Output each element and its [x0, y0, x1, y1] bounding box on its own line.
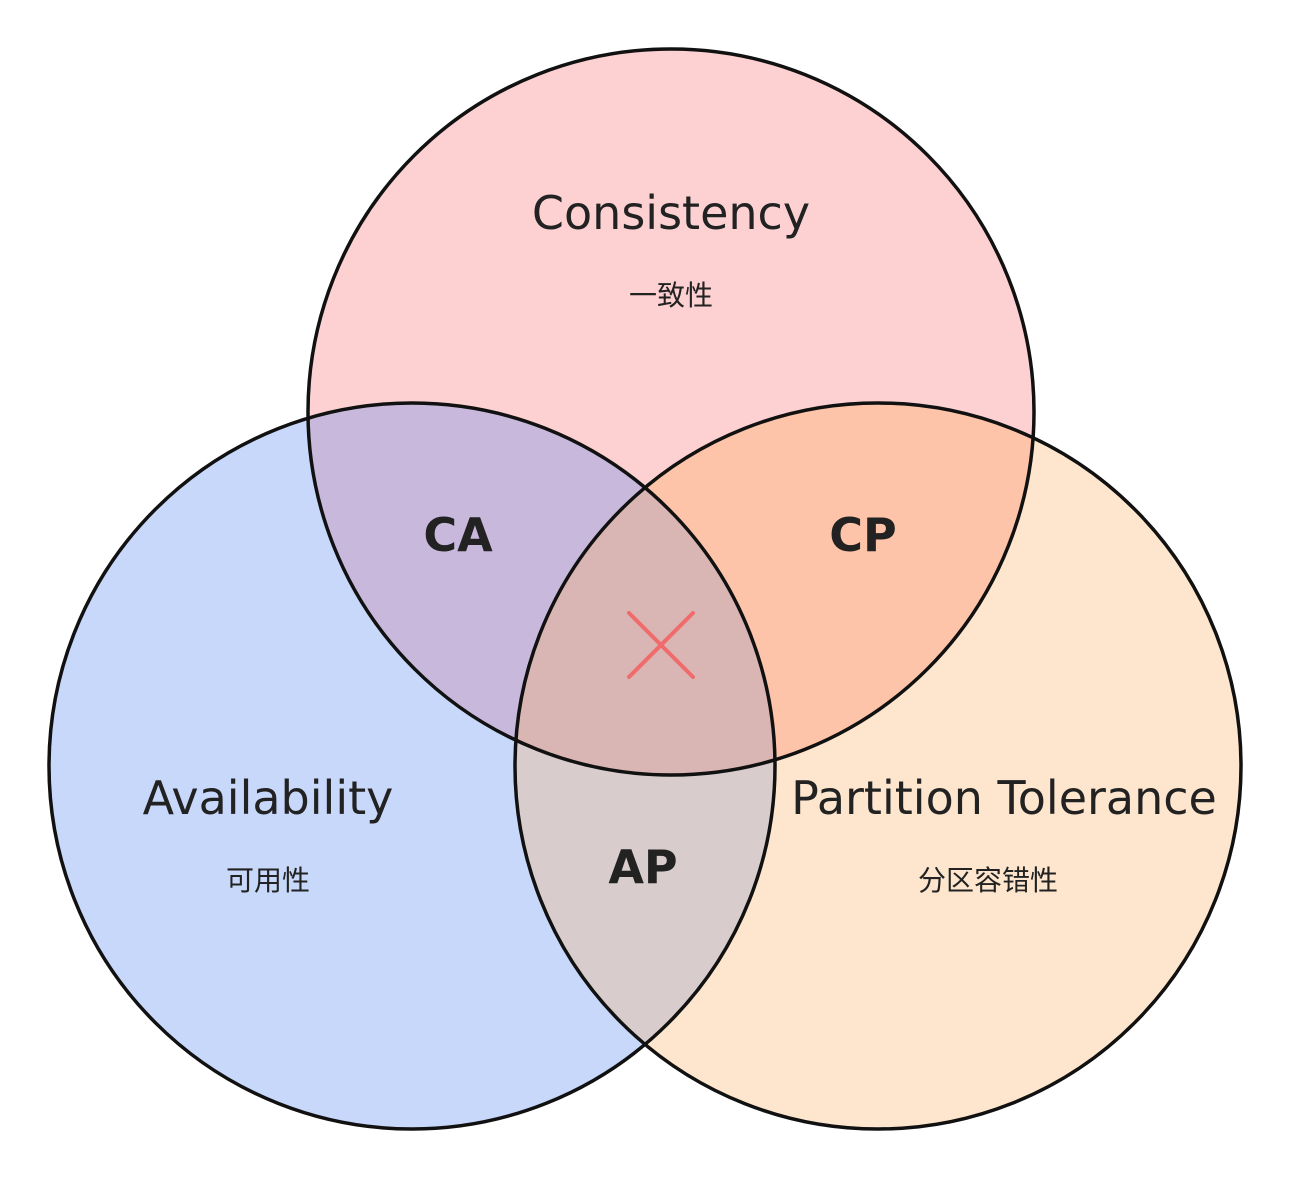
- cp-label: CP: [829, 508, 896, 562]
- partition-tolerance-label: Partition Tolerance: [791, 771, 1217, 825]
- ap-label: AP: [608, 840, 677, 894]
- cap-region: [515, 403, 775, 775]
- consistency-label: Consistency: [532, 186, 810, 240]
- availability-label: Availability: [143, 771, 394, 825]
- partition-tolerance-outline: [513, 401, 1243, 1131]
- cross-icon: [627, 611, 695, 679]
- availability-outline: [47, 401, 777, 1131]
- availability-subtitle: 可用性: [226, 864, 310, 897]
- ca-label: CA: [423, 508, 493, 562]
- consistency-subtitle: 一致性: [629, 279, 713, 312]
- partition-tolerance-subtitle: 分区容错性: [918, 864, 1058, 897]
- consistency-outline: [306, 47, 1036, 777]
